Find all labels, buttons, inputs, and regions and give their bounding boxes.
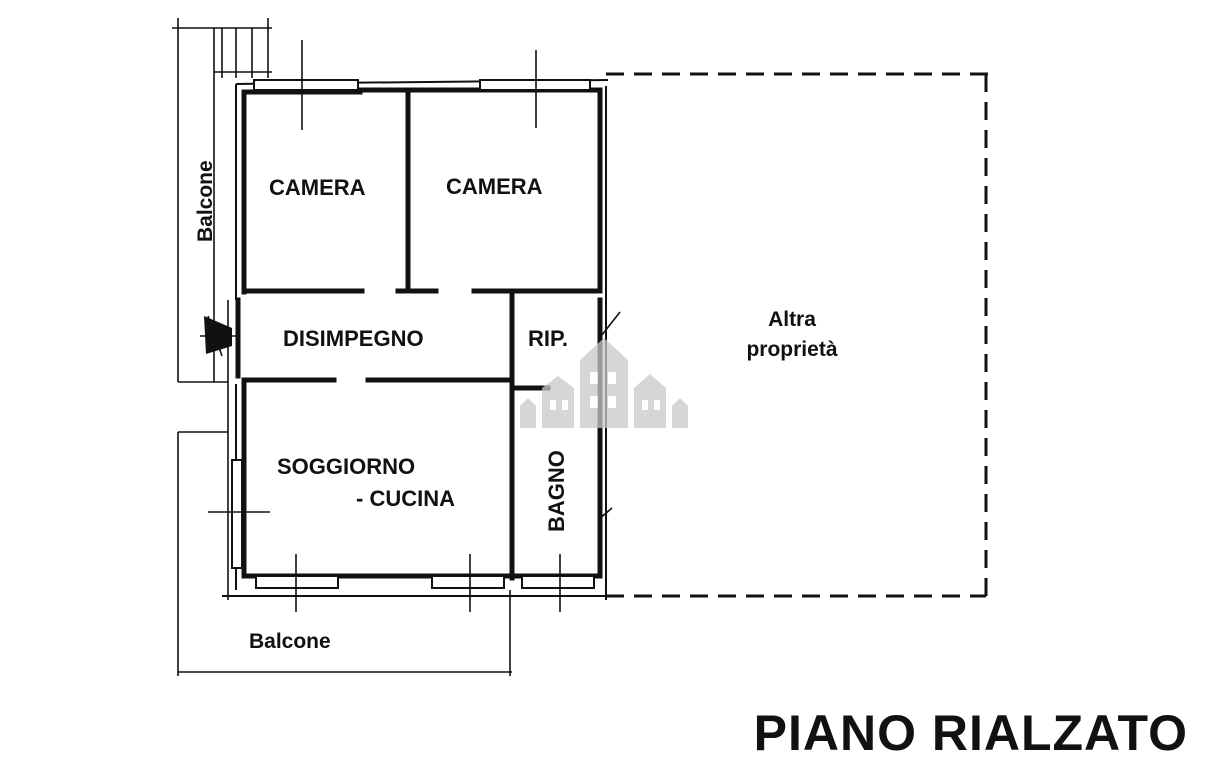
windows <box>208 40 621 612</box>
altra-proprieta-label-line1: Altra <box>768 308 816 331</box>
room-label-bagno: BAGNO <box>544 450 569 532</box>
balcone-label-left: Balcone <box>194 160 217 242</box>
left-balcony-outline <box>172 18 512 676</box>
room-label-disimpegno: DISIMPEGNO <box>283 326 424 351</box>
entrance-door-icon <box>200 315 236 357</box>
altra-proprieta-label-line2: proprietà <box>746 338 837 361</box>
room-label-ripostiglio: RIP. <box>528 326 568 351</box>
interior-walls <box>241 91 603 581</box>
buildings-watermark-icon <box>520 338 688 428</box>
room-label-camera-left: CAMERA <box>269 175 366 200</box>
floor-title: PIANO RIALZATO <box>754 705 1188 761</box>
altra-proprieta-boundary <box>606 72 994 600</box>
room-label-cucina: - CUCINA <box>356 486 455 511</box>
balcone-label-bottom: Balcone <box>249 630 331 653</box>
room-label-soggiorno: SOGGIORNO <box>277 454 415 479</box>
room-label-camera-right: CAMERA <box>446 174 543 199</box>
